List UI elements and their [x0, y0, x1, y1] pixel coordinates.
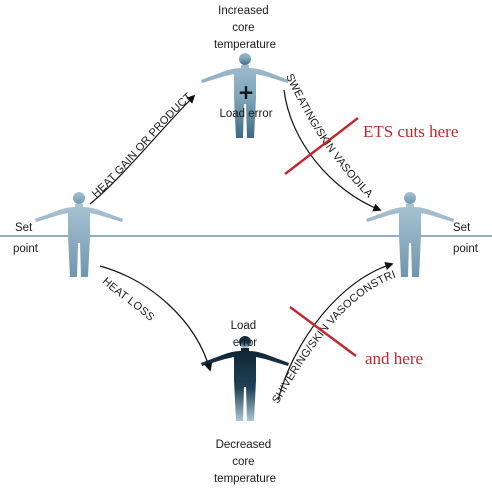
heat-loss-arrow: [99, 265, 213, 372]
shivering-arrow: [277, 261, 394, 401]
ets-cut-line-bottom: [289, 306, 357, 357]
heat-gain-label: HEAT GAIN OR PRODUCTION: [0, 0, 195, 200]
left-figure-icon: [35, 192, 123, 277]
shivering-label: SHIVERING/SKIN VASOCONSTRICTION: [0, 0, 397, 406]
ets-cuts-annotation: ETS cuts here: [363, 122, 458, 141]
bottom-label: Decreased core temperature: [214, 439, 276, 485]
top-load-error-label: Load error: [219, 108, 272, 120]
top-label: Increased core temperature: [214, 5, 276, 51]
heat-loss-label: HEAT LOSS: [100, 275, 157, 323]
sweating-arrow: [283, 89, 382, 212]
ets-cut-line-top: [284, 117, 359, 175]
set-point-right-label: Set point: [453, 222, 479, 255]
right-figure-icon: [366, 192, 454, 277]
heat-gain-arrow: [89, 94, 196, 205]
and-here-annotation: and here: [365, 349, 423, 368]
plus-sign: +: [238, 80, 255, 104]
bottom-load-error-label: Load error: [231, 320, 260, 349]
set-point-left-label: Set point: [13, 222, 39, 255]
